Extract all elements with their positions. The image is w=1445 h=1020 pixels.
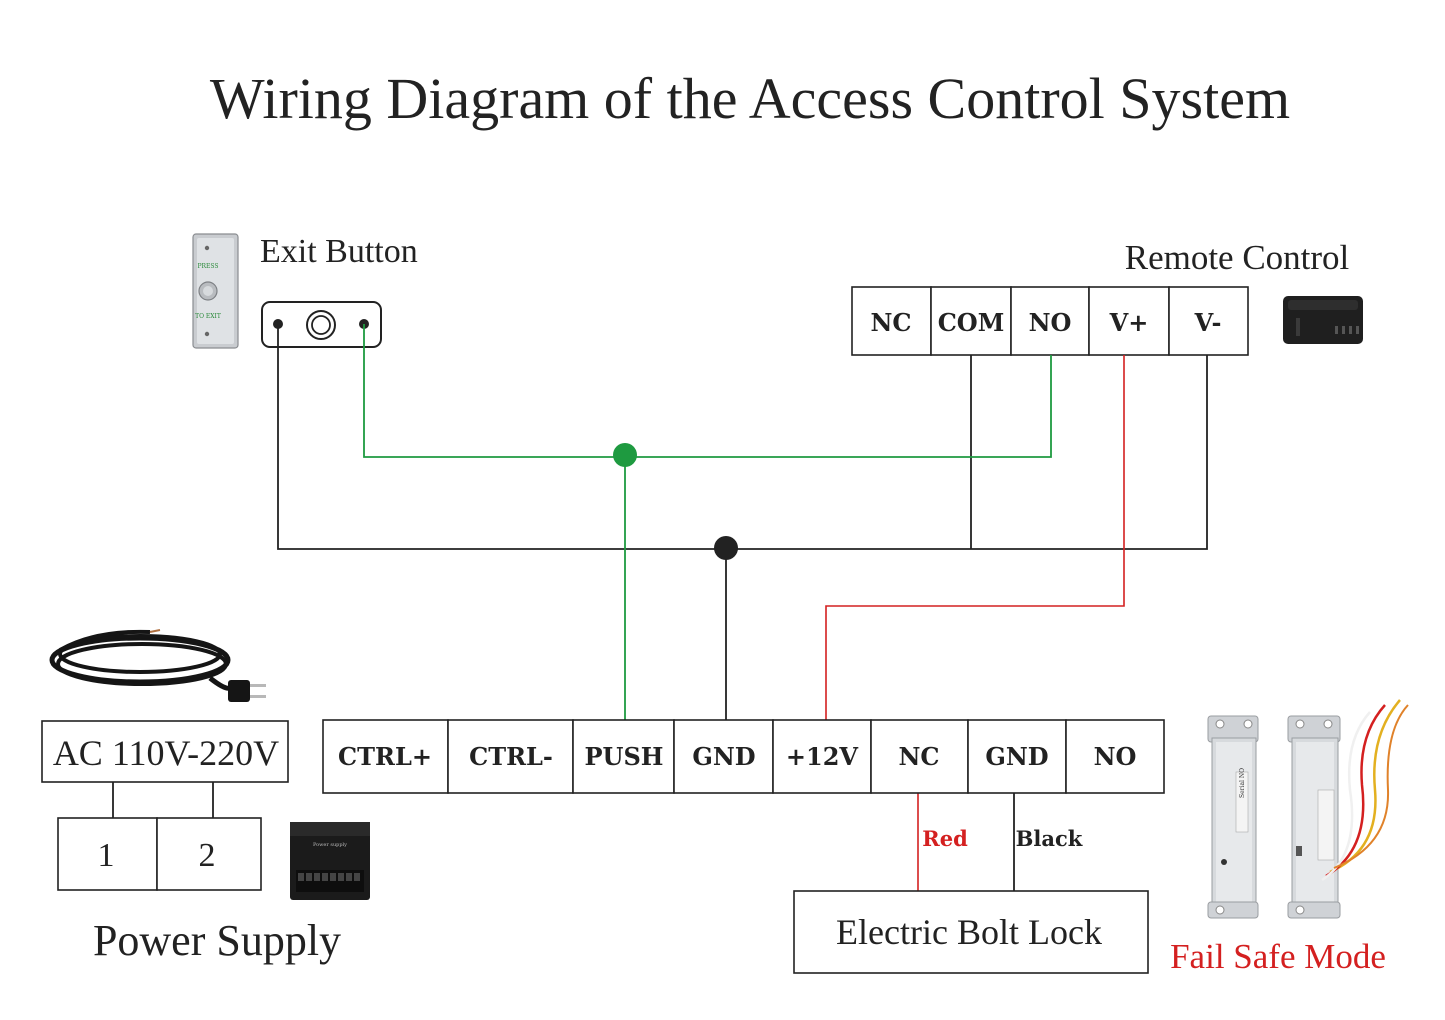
terminal-nc: NC [898, 742, 939, 771]
remote-terminal-nc: NC [870, 308, 911, 337]
ac-input-label: AC 110V-220V [53, 733, 279, 773]
remote-terminal-vminus: V- [1194, 308, 1222, 337]
terminal-push: PUSH [585, 742, 664, 771]
ps-terminal-block: 1 2 [57, 817, 262, 891]
junction-black [714, 536, 738, 560]
wire-exit-to-gnd-bus [277, 324, 1208, 550]
junction-green [613, 443, 637, 467]
terminal-no: NO [1094, 742, 1137, 771]
exit-button-symbol [261, 301, 382, 348]
diagram-title: Wiring Diagram of the Access Control Sys… [210, 66, 1290, 131]
remote-terminal-no: NO [1029, 308, 1072, 337]
ac-input-box: AC 110V-220V [41, 720, 289, 783]
exit-button-photo: PRESS TO EXIT [192, 233, 239, 349]
lock-black-wire-label: Black [1016, 826, 1083, 851]
terminal-gnd-2: GND [985, 742, 1048, 771]
fail-safe-mode-label: Fail Safe Mode [1170, 937, 1386, 976]
terminal-12v: +12V [786, 742, 859, 771]
terminal-ctrl-plus: CTRL+ [338, 742, 432, 771]
exit-button-label: Exit Button [260, 233, 418, 270]
bolt-lock-photo: Serial NO [1207, 699, 1409, 919]
electric-bolt-lock-box: Electric Bolt Lock [793, 890, 1149, 974]
wires [112, 324, 1208, 891]
remote-terminal-vplus: V+ [1109, 308, 1149, 337]
remote-terminal-block: NC COM NO V+ V- [851, 286, 1249, 356]
power-supply-label: Power Supply [93, 916, 341, 965]
exit-photo-text-bottom: TO EXIT [195, 313, 221, 320]
controller-terminal-block: CTRL+ CTRL- PUSH GND +12V NC GND NO [322, 719, 1165, 794]
power-cord-photo [49, 629, 266, 702]
ps-photo-text: Power supply [313, 842, 347, 848]
ps-terminal-2: 2 [199, 837, 216, 874]
ps-terminal-1: 1 [98, 837, 115, 874]
wire-exit-to-push [363, 324, 1052, 458]
remote-control-label: Remote Control [1125, 238, 1350, 277]
remote-terminal-com: COM [938, 308, 1005, 337]
lock-label: Electric Bolt Lock [836, 912, 1102, 952]
terminal-ctrl-minus: CTRL- [469, 742, 553, 771]
lock-photo-text: Serial NO [1239, 768, 1246, 798]
terminal-gnd-1: GND [692, 742, 755, 771]
lock-red-wire-label: Red [922, 826, 968, 851]
power-supply-photo: Power supply [290, 822, 370, 900]
remote-control-photo [1283, 296, 1363, 344]
exit-photo-text-top: PRESS [197, 263, 218, 270]
wire-12v-to-remote [825, 355, 1125, 720]
